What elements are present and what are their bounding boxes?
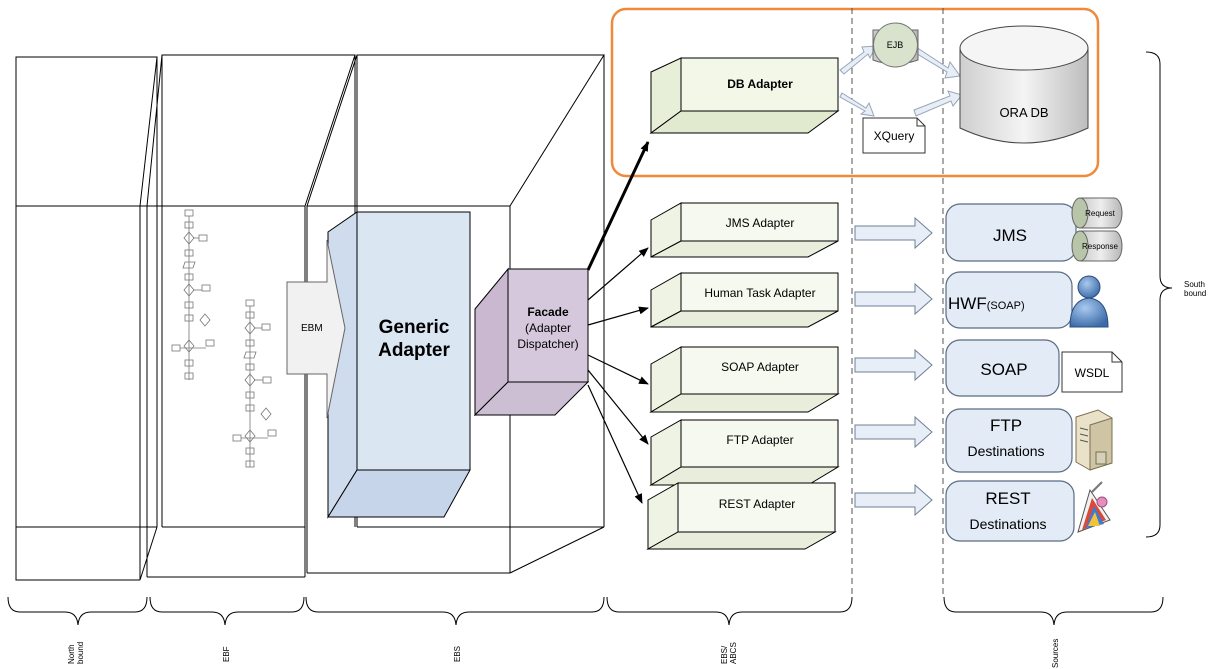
soap-adapter-label: SOAP Adapter xyxy=(721,360,799,374)
db-flow-arrows xyxy=(839,45,963,117)
generic-adapter-box xyxy=(327,211,471,519)
jms-adapter-box xyxy=(650,202,839,258)
south-bound-label-line2: bound xyxy=(1184,289,1206,298)
soap-target-label: SOAP xyxy=(980,360,1027,379)
request-queue-icon xyxy=(1071,197,1123,229)
db-adapter-label: DB Adapter xyxy=(727,77,793,91)
person-icon xyxy=(1069,275,1109,328)
xquery-document-icon xyxy=(862,117,926,154)
response-label: Response xyxy=(1082,242,1119,251)
soap-adapter-box xyxy=(649,346,840,413)
response-queue-icon xyxy=(1071,230,1123,262)
north-bound-label-line1: North xyxy=(67,644,76,664)
ftp-target-label-line2: Destinations xyxy=(967,443,1044,459)
rest-graphic-icon xyxy=(1077,481,1111,533)
facade-label-line3: Dispatcher) xyxy=(517,337,578,351)
rest-target-label-line1: REST xyxy=(985,489,1030,508)
ora-db-cylinder xyxy=(959,25,1089,144)
jms-target-label: JMS xyxy=(993,226,1027,245)
dashed-separators xyxy=(851,8,944,598)
ftp-target-label-line1: FTP xyxy=(990,416,1022,435)
ebm-arrow xyxy=(286,239,346,419)
hwf-target-label: HWF(SOAP) xyxy=(948,294,1025,313)
ora-db-label: ORA DB xyxy=(999,105,1048,120)
adapter-to-target-arrows xyxy=(854,216,933,517)
rest-adapter-label: REST Adapter xyxy=(719,497,796,511)
ebs-label: EBS xyxy=(453,646,462,662)
rest-adapter-box xyxy=(646,482,837,550)
ftp-adapter-box xyxy=(649,419,840,486)
northbound-prism xyxy=(15,56,158,581)
request-label: Request xyxy=(1085,209,1116,218)
facade-label-line1: Facade xyxy=(527,305,569,319)
facade-label-line2: (Adapter xyxy=(525,321,571,335)
db-highlight-frame xyxy=(610,7,1100,178)
target-boxes xyxy=(945,203,1077,542)
wsdl-label: WSDL xyxy=(1075,366,1110,380)
bottom-braces xyxy=(7,596,1164,626)
human-task-adapter-label: Human Task Adapter xyxy=(704,286,815,300)
wsdl-document-icon xyxy=(1061,351,1123,393)
hwf-soap-sublabel: (SOAP) xyxy=(987,300,1025,312)
ftp-adapter-label: FTP Adapter xyxy=(726,433,793,447)
jms-adapter-label: JMS Adapter xyxy=(726,216,795,230)
ebm-label: EBM xyxy=(301,323,323,334)
ebs-abcs-label-line2: ABCS xyxy=(729,642,738,664)
dispatch-arrows xyxy=(586,141,650,504)
north-bound-label-line2: bound xyxy=(76,642,85,664)
flowchart-sketch-2 xyxy=(232,299,277,468)
sources-label: Sources xyxy=(1051,639,1060,668)
generic-adapter-label-line1: Generic xyxy=(379,317,450,338)
flowchart-sketch-1 xyxy=(171,209,215,380)
rest-target-label-line2: Destinations xyxy=(969,516,1046,532)
south-bound-label-line1: South xyxy=(1184,280,1205,289)
facade-box xyxy=(473,267,590,417)
ebs-abcs-label-line1: EBS/ xyxy=(720,645,729,664)
south-brace xyxy=(1145,51,1173,538)
ejb-label: EJB xyxy=(887,40,904,50)
xquery-label: XQuery xyxy=(874,129,915,143)
generic-adapter-label-line2: Adapter xyxy=(378,340,450,361)
ebf-label: EBF xyxy=(222,646,231,662)
human-task-adapter-box xyxy=(650,272,839,328)
ejb-cylinder xyxy=(872,22,919,68)
db-adapter-box xyxy=(649,57,840,134)
server-icon xyxy=(1075,409,1113,471)
